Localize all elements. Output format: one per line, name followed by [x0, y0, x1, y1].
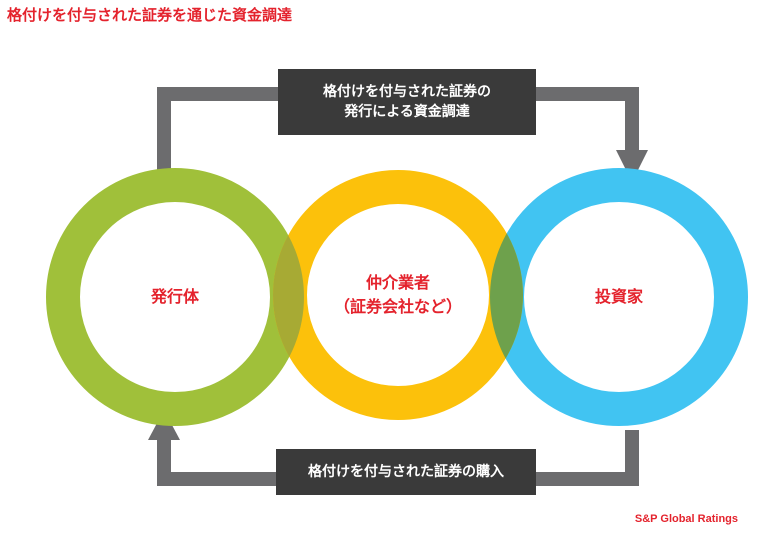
page-title: 格付けを付与された証券を通じた資金調達: [7, 6, 293, 24]
top-flow-label-line1: 格付けを付与された証券の: [323, 84, 491, 100]
intermediary-label-line1: 仲介業者: [365, 273, 431, 292]
issuer-label: 発行体: [150, 287, 200, 306]
bottom-flow-label: 格付けを付与された証券の購入: [276, 449, 536, 495]
intermediary-label-line2: （証券会社など）: [333, 297, 463, 316]
left-overlap: [273, 170, 304, 420]
intermediary-label: 仲介業者 （証券会社など）: [334, 271, 462, 319]
source-credit: S&P Global Ratings: [634, 513, 738, 525]
bottom-flow-label-text: 格付けを付与された証券の購入: [308, 464, 504, 480]
investor-label: 投資家: [594, 287, 644, 306]
top-flow-label-line2: 発行による資金調達: [344, 104, 470, 120]
down-arrow-head-icon: [616, 150, 648, 182]
right-overlap: [490, 170, 523, 420]
top-flow-label: 格付けを付与された証券の 発行による資金調達: [278, 69, 536, 135]
